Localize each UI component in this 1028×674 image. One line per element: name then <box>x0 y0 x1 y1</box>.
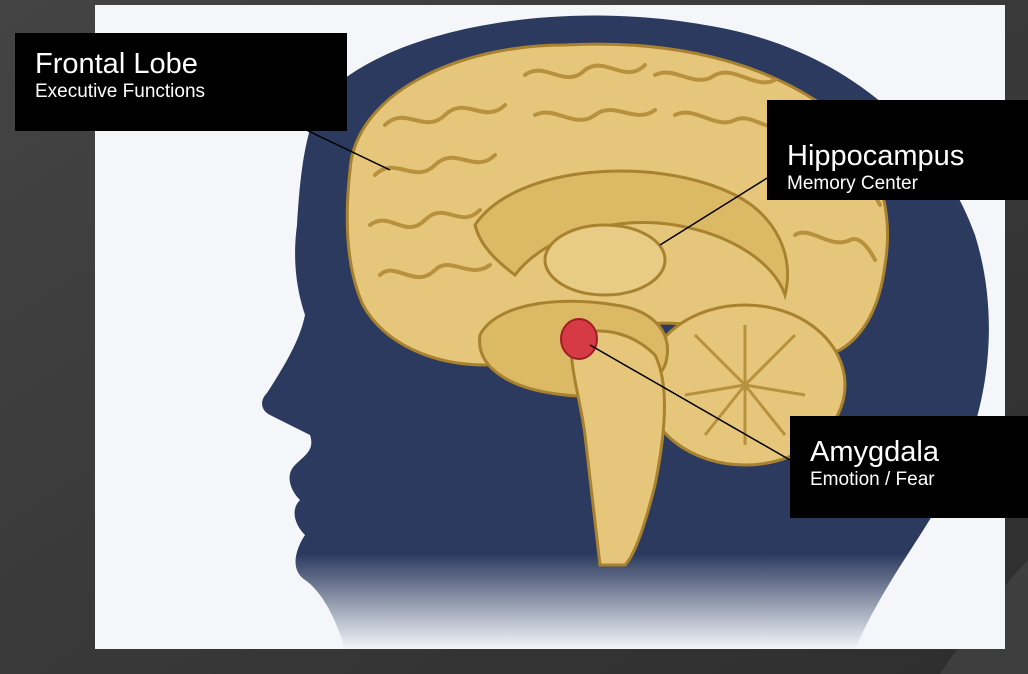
hippocampus-subtitle: Memory Center <box>787 173 1028 195</box>
frontal-lobe-subtitle: Executive Functions <box>35 81 347 103</box>
thalamus <box>545 225 665 295</box>
amygdala-title: Amygdala <box>810 436 1028 469</box>
hippocampus-title: Hippocampus <box>787 140 1028 173</box>
hippocampus-callout: Hippocampus Memory Center <box>767 100 1028 200</box>
amygdala-marker <box>561 319 597 359</box>
amygdala-subtitle: Emotion / Fear <box>810 469 1028 491</box>
frontal-lobe-callout: Frontal Lobe Executive Functions <box>15 33 347 131</box>
amygdala-callout: Amygdala Emotion / Fear <box>790 416 1028 518</box>
frontal-lobe-title: Frontal Lobe <box>35 48 347 81</box>
